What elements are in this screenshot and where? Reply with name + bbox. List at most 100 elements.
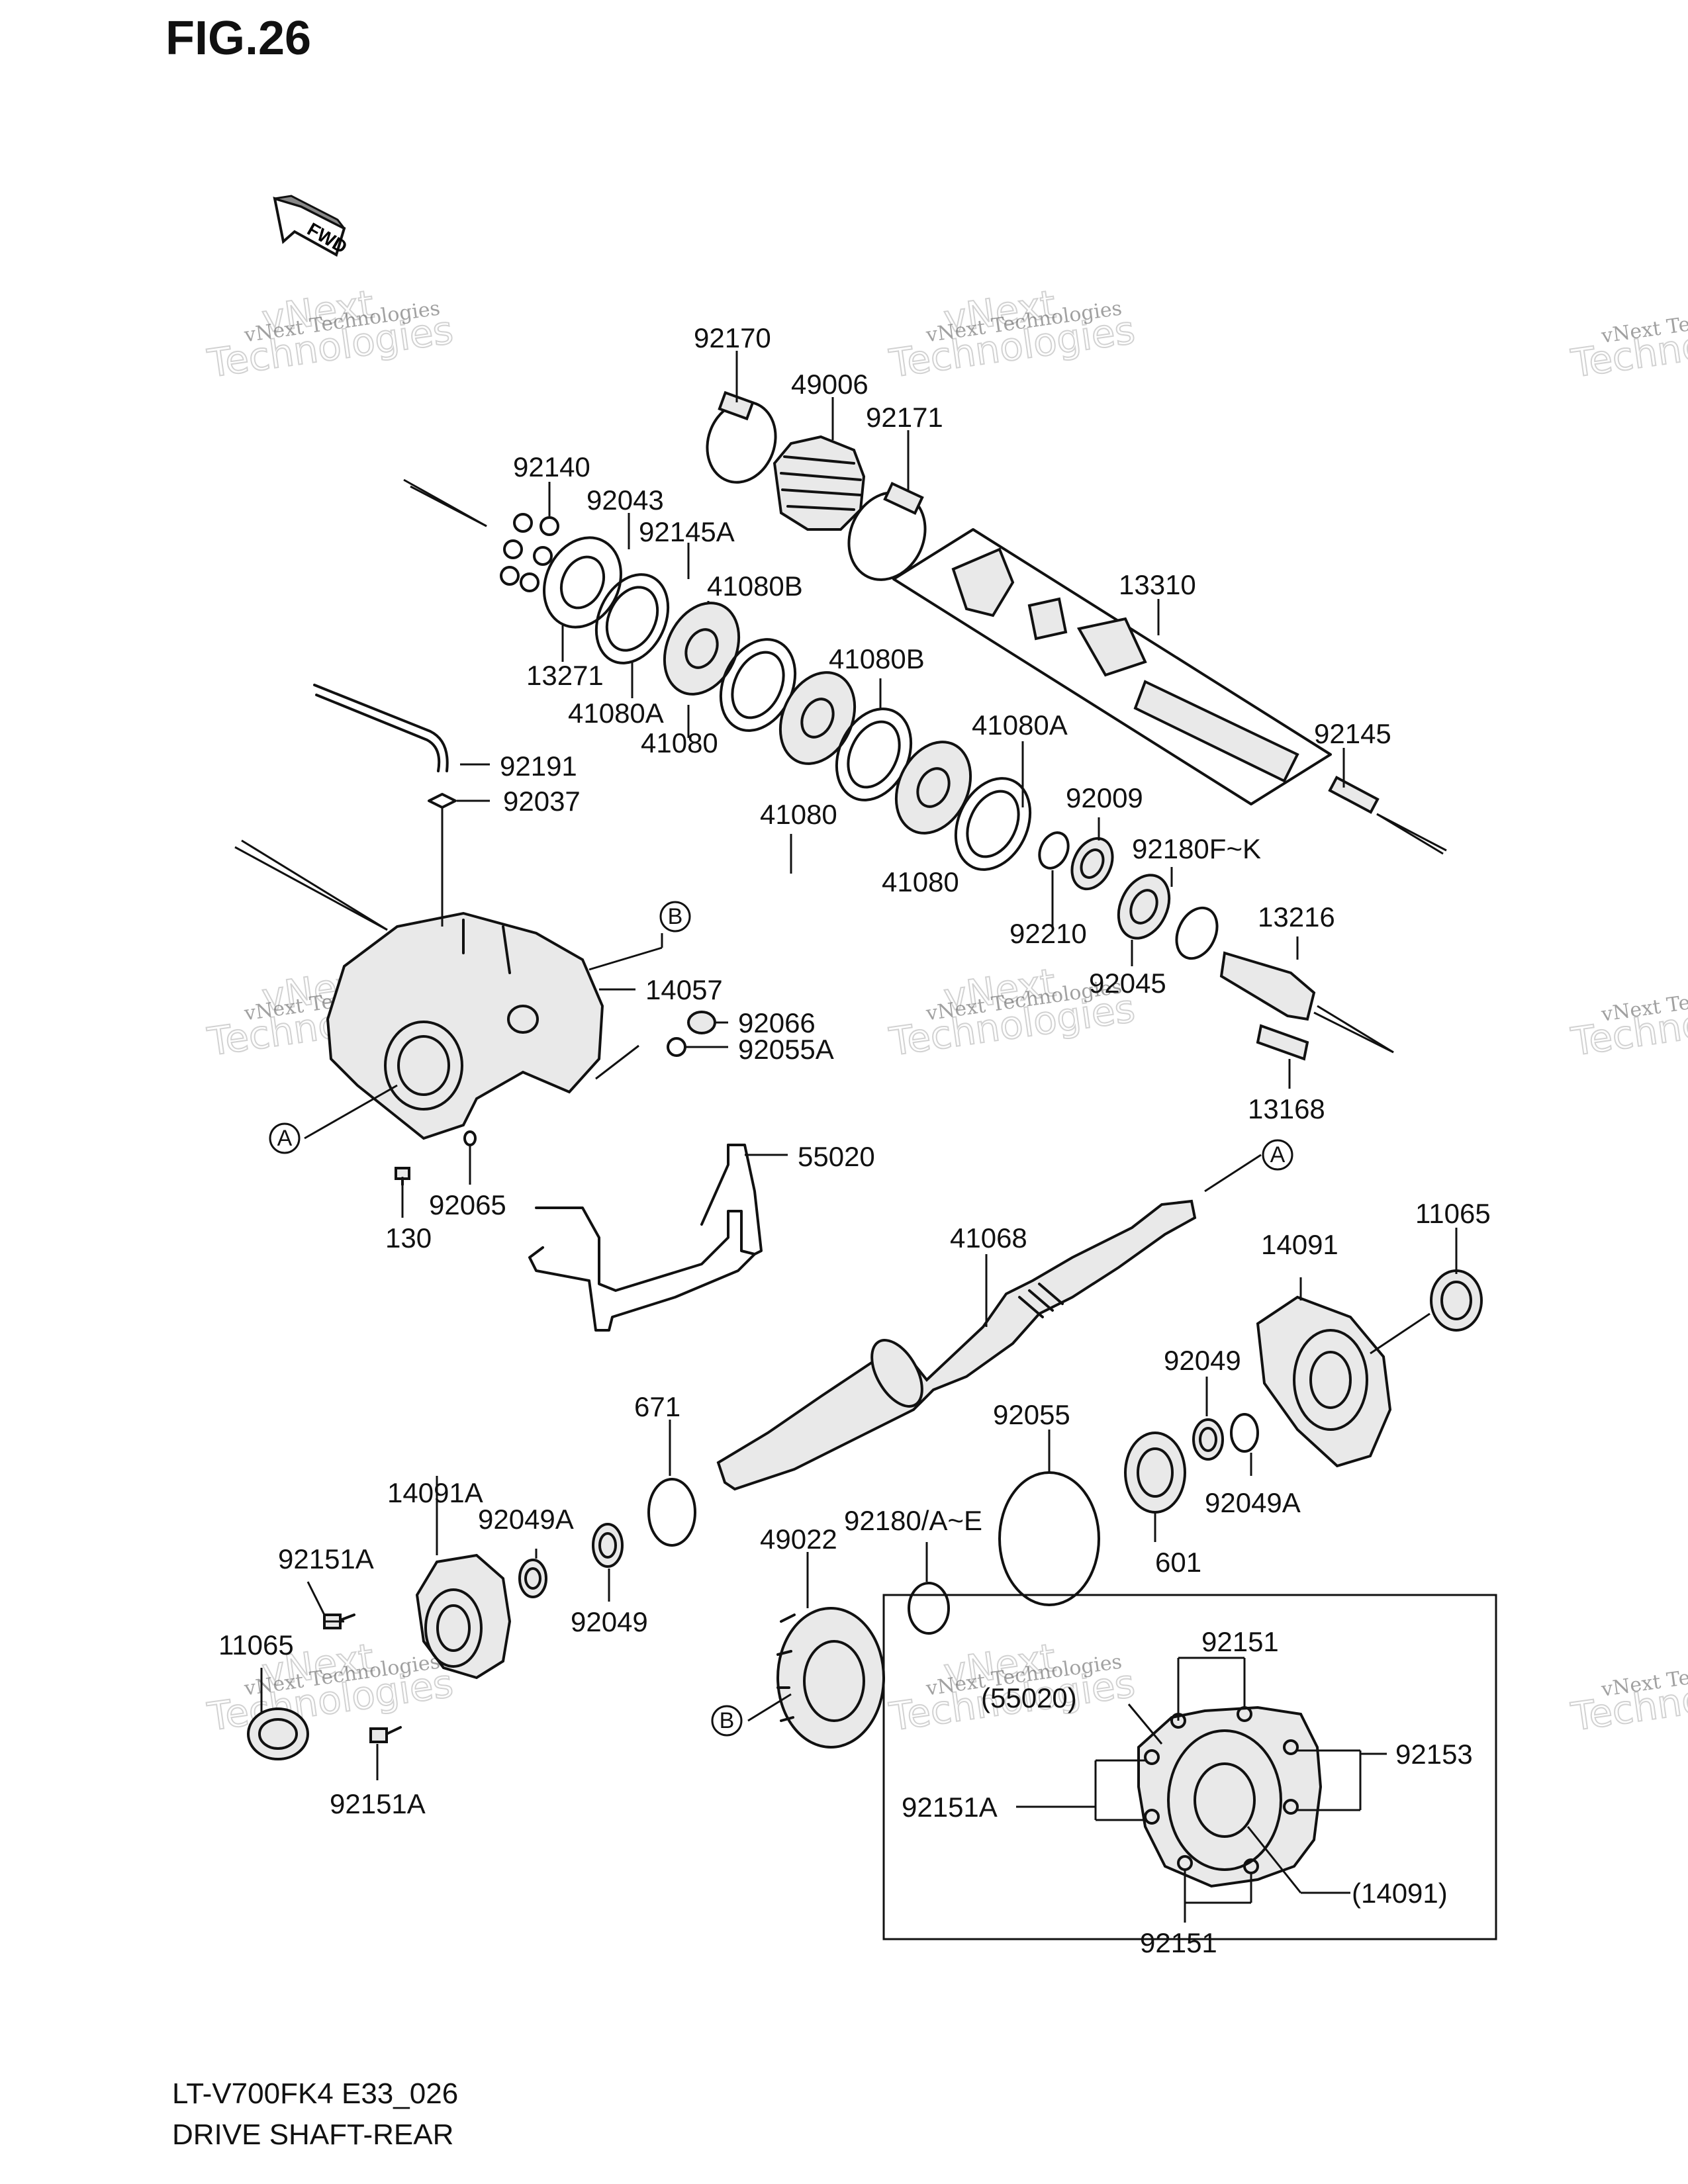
part-label: 14091 xyxy=(1261,1229,1338,1260)
shim-92049-part xyxy=(1192,1418,1224,1461)
part-label: 11065 xyxy=(1415,1198,1491,1229)
part-label: 13271 xyxy=(526,660,604,691)
shim-92049-part xyxy=(592,1523,624,1568)
leader-lines xyxy=(260,351,1458,1923)
pinion-gear-13216-part xyxy=(1219,951,1394,1054)
part-label: 671 xyxy=(634,1391,680,1422)
part-label: 92049 xyxy=(571,1606,648,1637)
part-label: 11065 xyxy=(218,1629,294,1661)
seal-92009-part xyxy=(1070,837,1114,891)
bolt-92145-part xyxy=(1328,776,1447,855)
clutch-plate-41080A-part xyxy=(954,777,1032,871)
bolt-92151A-part xyxy=(369,1726,402,1743)
shim-92180AE-part xyxy=(908,1582,950,1635)
part-label: 92151A xyxy=(902,1792,998,1823)
part-label: 41068 xyxy=(950,1222,1027,1253)
part-label: 13216 xyxy=(1258,901,1335,933)
part-label: 49022 xyxy=(760,1524,837,1555)
shim-92049A-part xyxy=(1230,1413,1259,1453)
shim-92049A-part xyxy=(518,1559,547,1598)
part-label: 92065 xyxy=(429,1189,506,1220)
part-label: 13168 xyxy=(1248,1093,1325,1124)
part-label: 92210 xyxy=(1009,918,1087,949)
callout-A: A xyxy=(1262,1139,1293,1171)
part-label: 92151A xyxy=(278,1543,374,1574)
bracket-55020-part xyxy=(528,1144,763,1332)
part-labels: 92170 49006 92171 92140 92043 92145A 410… xyxy=(218,322,1491,1958)
part-label: 92153 xyxy=(1395,1739,1473,1770)
part-label: 14091A xyxy=(387,1477,483,1508)
clip-92037-part xyxy=(428,793,457,809)
balls-92140-part xyxy=(500,513,559,592)
part-label: 92191 xyxy=(500,751,577,782)
part-label: 92170 xyxy=(694,322,771,353)
part-label: 92171 xyxy=(866,402,943,433)
gear-case-14057-part xyxy=(326,911,604,1140)
seal-92210-part xyxy=(1038,831,1070,870)
part-label: 55020 xyxy=(798,1141,875,1172)
callout-B: B xyxy=(659,901,691,933)
boot-49006-part xyxy=(773,435,866,531)
part-label: 92045 xyxy=(1089,968,1166,999)
part-label: 92180F~K xyxy=(1132,833,1261,864)
part-label: 92145A xyxy=(639,516,735,547)
hose-92191-part xyxy=(313,684,449,772)
clutch-disc-41080-part xyxy=(894,741,972,835)
part-label: (14091) xyxy=(1352,1878,1448,1909)
part-label: (55020) xyxy=(981,1682,1077,1713)
part-label: 41080 xyxy=(882,866,959,897)
bearing-92045-part xyxy=(1117,874,1171,940)
part-label: 92066 xyxy=(738,1007,816,1038)
part-label: 13310 xyxy=(1119,569,1196,600)
clamp-92170-part xyxy=(706,390,777,484)
part-label: 92055 xyxy=(993,1399,1070,1430)
clutch-disc-41080-part xyxy=(663,602,741,696)
inset-detail-box xyxy=(882,1594,1497,1940)
part-label: 92009 xyxy=(1066,782,1143,813)
part-label: 41080 xyxy=(641,727,718,758)
part-label: 92049 xyxy=(1164,1345,1241,1376)
washer-92055A-part xyxy=(667,1037,686,1057)
part-label: 41080B xyxy=(829,643,925,674)
part-label: 92151 xyxy=(1140,1927,1217,1958)
clamp-92171-part xyxy=(847,481,927,581)
o-ring-671-part xyxy=(647,1478,696,1547)
cover-14091A-part xyxy=(415,1553,512,1680)
part-label: 92055A xyxy=(738,1034,834,1065)
part-label: 601 xyxy=(1155,1547,1201,1578)
pointer-line xyxy=(241,839,388,931)
washer-92065-part xyxy=(463,1130,477,1146)
pin-13168-part xyxy=(1256,1024,1309,1061)
part-label: 92049A xyxy=(478,1504,574,1535)
drive-shaft-41068-part xyxy=(716,1199,1197,1491)
part-label: 41080B xyxy=(707,570,803,602)
callout-B: B xyxy=(711,1705,743,1737)
footer-model-code: LT-V700FK4 E33_026 xyxy=(172,2077,458,2110)
shim-92180FK-part xyxy=(1175,906,1219,960)
part-label: 92145 xyxy=(1314,718,1391,749)
part-label: 92037 xyxy=(503,786,581,817)
ring-gear-49022-part xyxy=(776,1607,885,1749)
plate-13271-part xyxy=(543,536,622,629)
svg-text:B: B xyxy=(720,1708,735,1733)
propeller-shaft-13310-part xyxy=(892,528,1332,805)
part-label: 92049A xyxy=(1205,1487,1301,1518)
part-label: 49006 xyxy=(791,369,868,400)
oil-seal-11065-part xyxy=(247,1707,309,1760)
part-label: 92151 xyxy=(1201,1626,1279,1657)
svg-text:A: A xyxy=(277,1126,293,1151)
part-label: 41080A xyxy=(568,698,664,729)
o-ring-92055-part xyxy=(998,1471,1100,1606)
figure-title: FIG.26 xyxy=(165,12,311,65)
part-label: 14057 xyxy=(645,974,723,1005)
fwd-arrow-icon: FWD xyxy=(273,195,351,257)
part-label: 130 xyxy=(385,1222,432,1253)
svg-text:B: B xyxy=(668,904,683,929)
footer-diagram-name: DRIVE SHAFT-REAR xyxy=(172,2118,453,2151)
part-label: 92140 xyxy=(513,451,590,482)
plug-92066-part xyxy=(687,1011,716,1034)
part-label: 41080A xyxy=(972,709,1068,741)
oil-seal-11065-part xyxy=(1430,1269,1483,1332)
bolt-130-part xyxy=(395,1167,410,1186)
